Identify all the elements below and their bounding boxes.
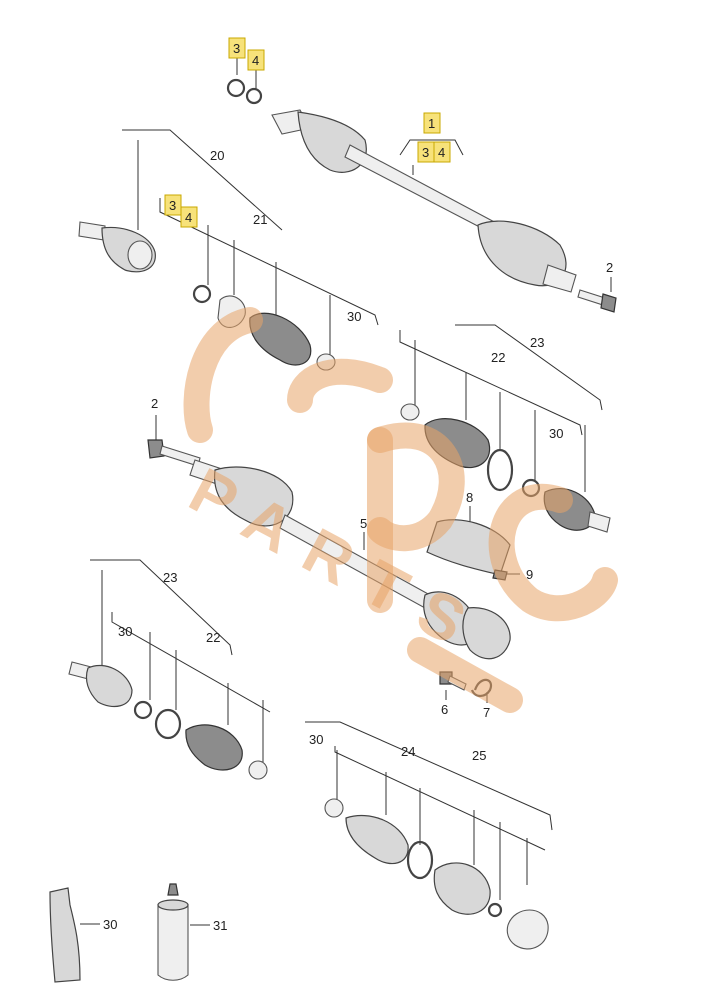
label-3-top: 3 [233, 41, 240, 56]
label-4-shaft: 4 [438, 145, 445, 160]
label-9: 9 [526, 567, 533, 582]
label-3-shaft: 3 [422, 145, 429, 160]
sealant-bottle-31 [157, 883, 189, 981]
label-25: 25 [472, 748, 486, 763]
bolt-2-upper [577, 289, 617, 313]
label-5: 5 [360, 516, 367, 531]
label-2-upper: 2 [606, 260, 613, 275]
label-22-left: 22 [206, 630, 220, 645]
label-30-left: 30 [118, 624, 132, 639]
label-1: 1 [428, 116, 435, 131]
label-2-mid: 2 [151, 396, 158, 411]
label-30-tube: 30 [103, 917, 117, 932]
label-31: 31 [213, 918, 227, 933]
label-22-right: 22 [491, 350, 505, 365]
label-3-mid: 3 [169, 198, 176, 213]
drive-shaft-top [271, 109, 577, 293]
label-20: 20 [210, 148, 224, 163]
cv-joint-20 [78, 221, 156, 273]
bolt-2-mid [147, 439, 201, 467]
label-30-upper: 30 [347, 309, 361, 324]
label-21: 21 [253, 212, 267, 227]
grease-tube-30 [49, 887, 81, 983]
label-4-mid: 4 [185, 210, 192, 225]
cv-joint-kit-24-25 [324, 798, 549, 950]
label-7: 7 [483, 705, 490, 720]
part-labels: 3 4 1 3 4 3 4 20 21 30 2 23 22 30 2 8 5 … [103, 37, 613, 933]
o-ring-4 [245, 87, 263, 105]
label-8: 8 [466, 490, 473, 505]
label-30-bottom: 30 [309, 732, 323, 747]
label-23-left: 23 [163, 570, 177, 585]
label-24: 24 [401, 744, 415, 759]
label-4-top: 4 [252, 53, 259, 68]
label-6: 6 [441, 702, 448, 717]
watermark-logo: PARTS [178, 307, 618, 713]
label-23-right: 23 [530, 335, 544, 350]
circlip-ring-3 [226, 78, 246, 98]
cv-joint-kit-23-left [68, 661, 268, 780]
label-30-right: 30 [549, 426, 563, 441]
